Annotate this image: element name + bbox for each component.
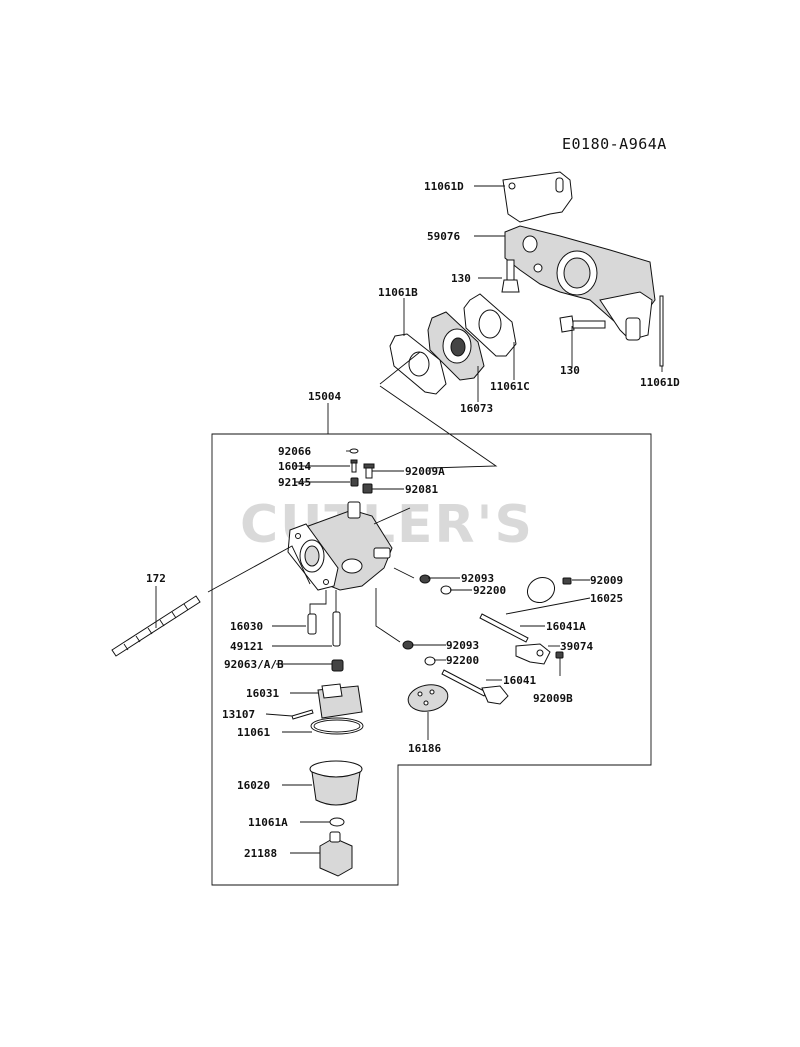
label-11061D-top: 11061D: [424, 180, 464, 193]
label-13107: 13107: [222, 708, 255, 721]
label-92066: 92066: [278, 445, 311, 458]
label-16041A: 16041A: [546, 620, 586, 633]
gasket-11061C: [463, 293, 517, 357]
carburetor-body: [287, 501, 393, 591]
label-92009: 92009: [590, 574, 623, 587]
spacer-16073: [427, 311, 485, 381]
label-39074: 39074: [560, 640, 593, 653]
part-16030: [307, 613, 317, 635]
part-49121: [332, 611, 341, 647]
label-16025: 16025: [590, 592, 623, 605]
label-16041: 16041: [503, 674, 536, 687]
label-16186: 16186: [408, 742, 441, 755]
part-92145: [350, 477, 359, 487]
gasket-11061D-right: [659, 295, 664, 367]
label-15004: 15004: [308, 390, 341, 403]
washer-92200-b: [424, 656, 436, 666]
throttle-shaft-16041: [441, 669, 509, 705]
label-11061B: 11061B: [378, 286, 418, 299]
label-172: 172: [146, 572, 166, 585]
intake-manifold-59076: [504, 225, 656, 341]
pin-13107: [291, 709, 314, 720]
label-59076: 59076: [427, 230, 460, 243]
seal-92093-a: [419, 574, 431, 584]
float-16031: [317, 683, 363, 719]
part-92009A: [363, 463, 375, 479]
part-92063: [331, 659, 344, 672]
label-21188: 21188: [244, 847, 277, 860]
label-92145: 92145: [278, 476, 311, 489]
label-92063: 92063/A/B: [224, 658, 284, 671]
part-92066: [349, 448, 359, 454]
label-11061C: 11061C: [490, 380, 530, 393]
bolt-130-left: [501, 259, 520, 293]
throttle-plate-16186: [407, 684, 449, 712]
lever-39074: [515, 643, 551, 665]
choke-shaft-16041A: [479, 613, 529, 643]
washer-11061A: [329, 817, 345, 827]
label-92093-a: 92093: [461, 572, 494, 585]
label-16030: 16030: [230, 620, 263, 633]
label-11061A: 11061A: [248, 816, 288, 829]
label-92009B: 92009B: [533, 692, 573, 705]
gasket-11061: [310, 717, 364, 735]
label-92200-a: 92200: [473, 584, 506, 597]
label-92200-b: 92200: [446, 654, 479, 667]
part-92081: [362, 483, 373, 494]
gasket-11061B: [389, 333, 447, 395]
diagram-code: E0180-A964A: [562, 135, 667, 153]
label-16014: 16014: [278, 460, 311, 473]
label-16020: 16020: [237, 779, 270, 792]
solenoid-21188: [319, 831, 353, 877]
label-11061: 11061: [237, 726, 270, 739]
gasket-11061D-top: [502, 171, 573, 223]
label-16031: 16031: [246, 687, 279, 700]
float-bowl-16020: [309, 760, 363, 806]
label-130-right: 130: [560, 364, 580, 377]
label-130-left: 130: [451, 272, 471, 285]
label-92081: 92081: [405, 483, 438, 496]
label-92093-b: 92093: [446, 639, 479, 652]
label-92009A: 92009A: [405, 465, 445, 478]
label-16073: 16073: [460, 402, 493, 415]
screw-92009B: [555, 651, 564, 659]
label-11061D-right: 11061D: [640, 376, 680, 389]
screw-92009: [562, 577, 572, 585]
washer-92200-a: [440, 585, 452, 595]
part-16014: [350, 459, 358, 473]
choke-plate-16025: [526, 576, 556, 604]
label-49121: 49121: [230, 640, 263, 653]
bolt-130-right: [559, 315, 606, 333]
seal-92093-b: [402, 640, 414, 650]
